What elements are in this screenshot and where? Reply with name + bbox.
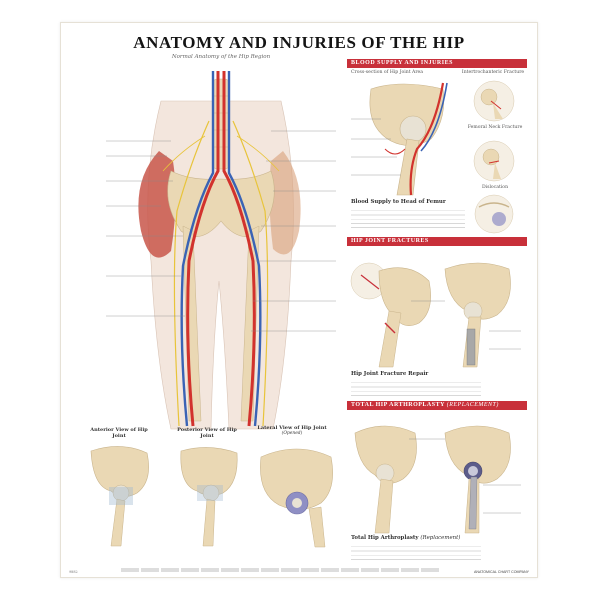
femoral-neck-fracture-illustration (473, 140, 515, 182)
cross-section-label: Cross-section of Hip Joint Area (351, 70, 424, 75)
arthroplasty-caption-main: Total Hip Arthroplasty (351, 535, 419, 541)
intertrochanteric-fracture-illustration (473, 80, 515, 122)
posterior-view-title: Posterior View of Hip Joint (177, 427, 237, 439)
arthroplasty-caption-paren: (Replacement) (420, 535, 461, 541)
main-illustration-subtitle: Normal Anatomy of the Hip Region (171, 54, 271, 60)
blood-supply-header: BLOOD SUPPLY AND INJURIES (347, 59, 527, 68)
dislocation-label: Dislocation (481, 185, 509, 190)
main-hip-anatomy-illustration (106, 71, 336, 430)
cross-section-illustration (351, 82, 448, 196)
dislocation-illustration (474, 194, 514, 234)
posterior-view-illustration (180, 447, 238, 547)
blood-supply-caption-body (351, 207, 465, 231)
blood-supply-caption-title: Blood Supply to Head of Femur (351, 199, 446, 205)
poster-title: ANATOMY AND INJURIES OF THE HIP (133, 33, 465, 52)
hip-fractures-header: HIP JOINT FRACTURES (347, 237, 527, 246)
arthroplasty-caption-body (351, 543, 481, 563)
fracture-repair-caption-body (351, 379, 481, 399)
poster-code: 9882 (69, 570, 78, 574)
femoral-neck-label: Femoral Neck Fracture (467, 125, 523, 130)
lateral-view-subtitle: (Opened) (281, 431, 303, 436)
lateral-view-title: Lateral View of Hip Joint (Opened) (247, 425, 337, 437)
arthroplasty-illustration (354, 425, 521, 534)
fracture-repair-caption-title: Hip Joint Fracture Repair (351, 371, 429, 377)
anterior-view-title: Anterior View of Hip Joint (90, 427, 148, 439)
arthroplasty-header-paren: (REPLACEMENT) (446, 402, 499, 408)
intertrochanteric-label: Intertrochanteric Fracture (461, 70, 525, 75)
anatomy-poster: ANATOMY AND INJURIES OF THE HIP Normal A… (60, 22, 538, 578)
hip-fracture-illustration (350, 262, 521, 368)
lateral-view-title-main: Lateral View of Hip Joint (257, 425, 327, 431)
anterior-view-illustration (90, 446, 149, 547)
arthroplasty-header-main: TOTAL HIP ARTHROPLASTY (351, 402, 445, 408)
poster-footer-credit (121, 568, 441, 572)
arthroplasty-caption-title: Total Hip Arthroplasty (Replacement) (351, 535, 471, 541)
arthroplasty-header: TOTAL HIP ARTHROPLASTY (REPLACEMENT) (347, 401, 527, 410)
lateral-view-illustration (260, 448, 333, 548)
publisher-logo: ANATOMICAL CHART COMPANY (473, 570, 529, 574)
